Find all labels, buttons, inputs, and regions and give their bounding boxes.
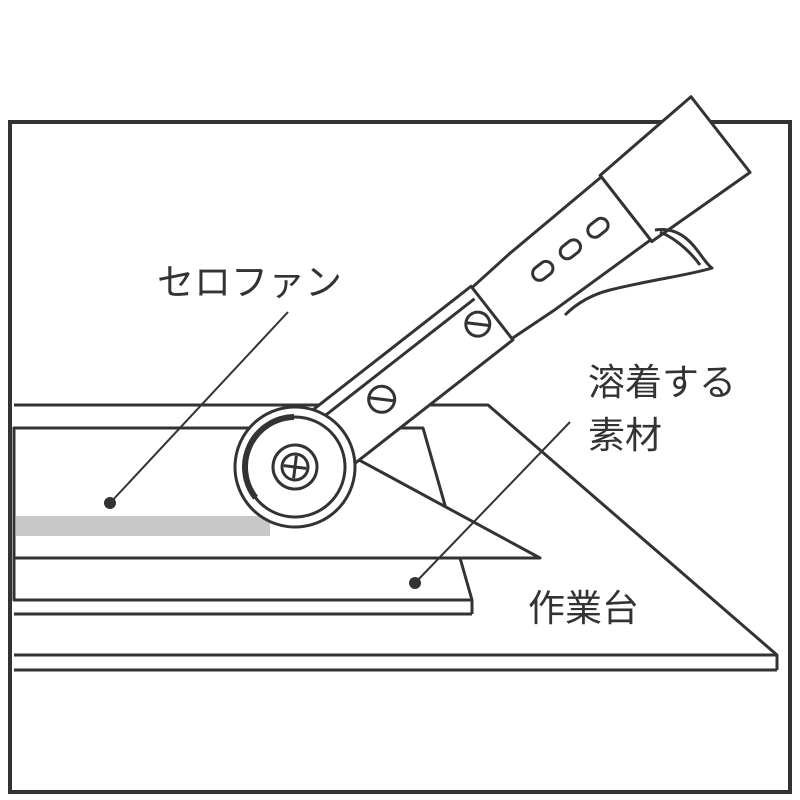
arm-screw-icon bbox=[367, 384, 397, 414]
vent-slot bbox=[558, 238, 583, 261]
axle-screw-icon bbox=[271, 443, 319, 491]
label-work-table: 作業台 bbox=[528, 587, 639, 630]
leader-line-cellophane bbox=[109, 311, 289, 504]
leader-line-material bbox=[414, 421, 571, 584]
outer-frame bbox=[8, 120, 792, 794]
heat-sealer-tool bbox=[233, 95, 752, 529]
label-material-line2: 素材 bbox=[588, 414, 662, 457]
vent-slot bbox=[586, 216, 610, 239]
label-cellophane: セロファン bbox=[157, 261, 342, 304]
cellophane-highlight bbox=[16, 516, 270, 536]
leader-dot bbox=[409, 577, 421, 589]
work-table bbox=[14, 403, 779, 672]
vent-slot bbox=[531, 259, 555, 282]
label-material-line1: 溶着する bbox=[588, 361, 736, 404]
leader-lines bbox=[104, 311, 571, 589]
arm-screw-icon bbox=[464, 310, 492, 338]
power-cord bbox=[563, 228, 714, 317]
leader-dot bbox=[104, 497, 116, 509]
